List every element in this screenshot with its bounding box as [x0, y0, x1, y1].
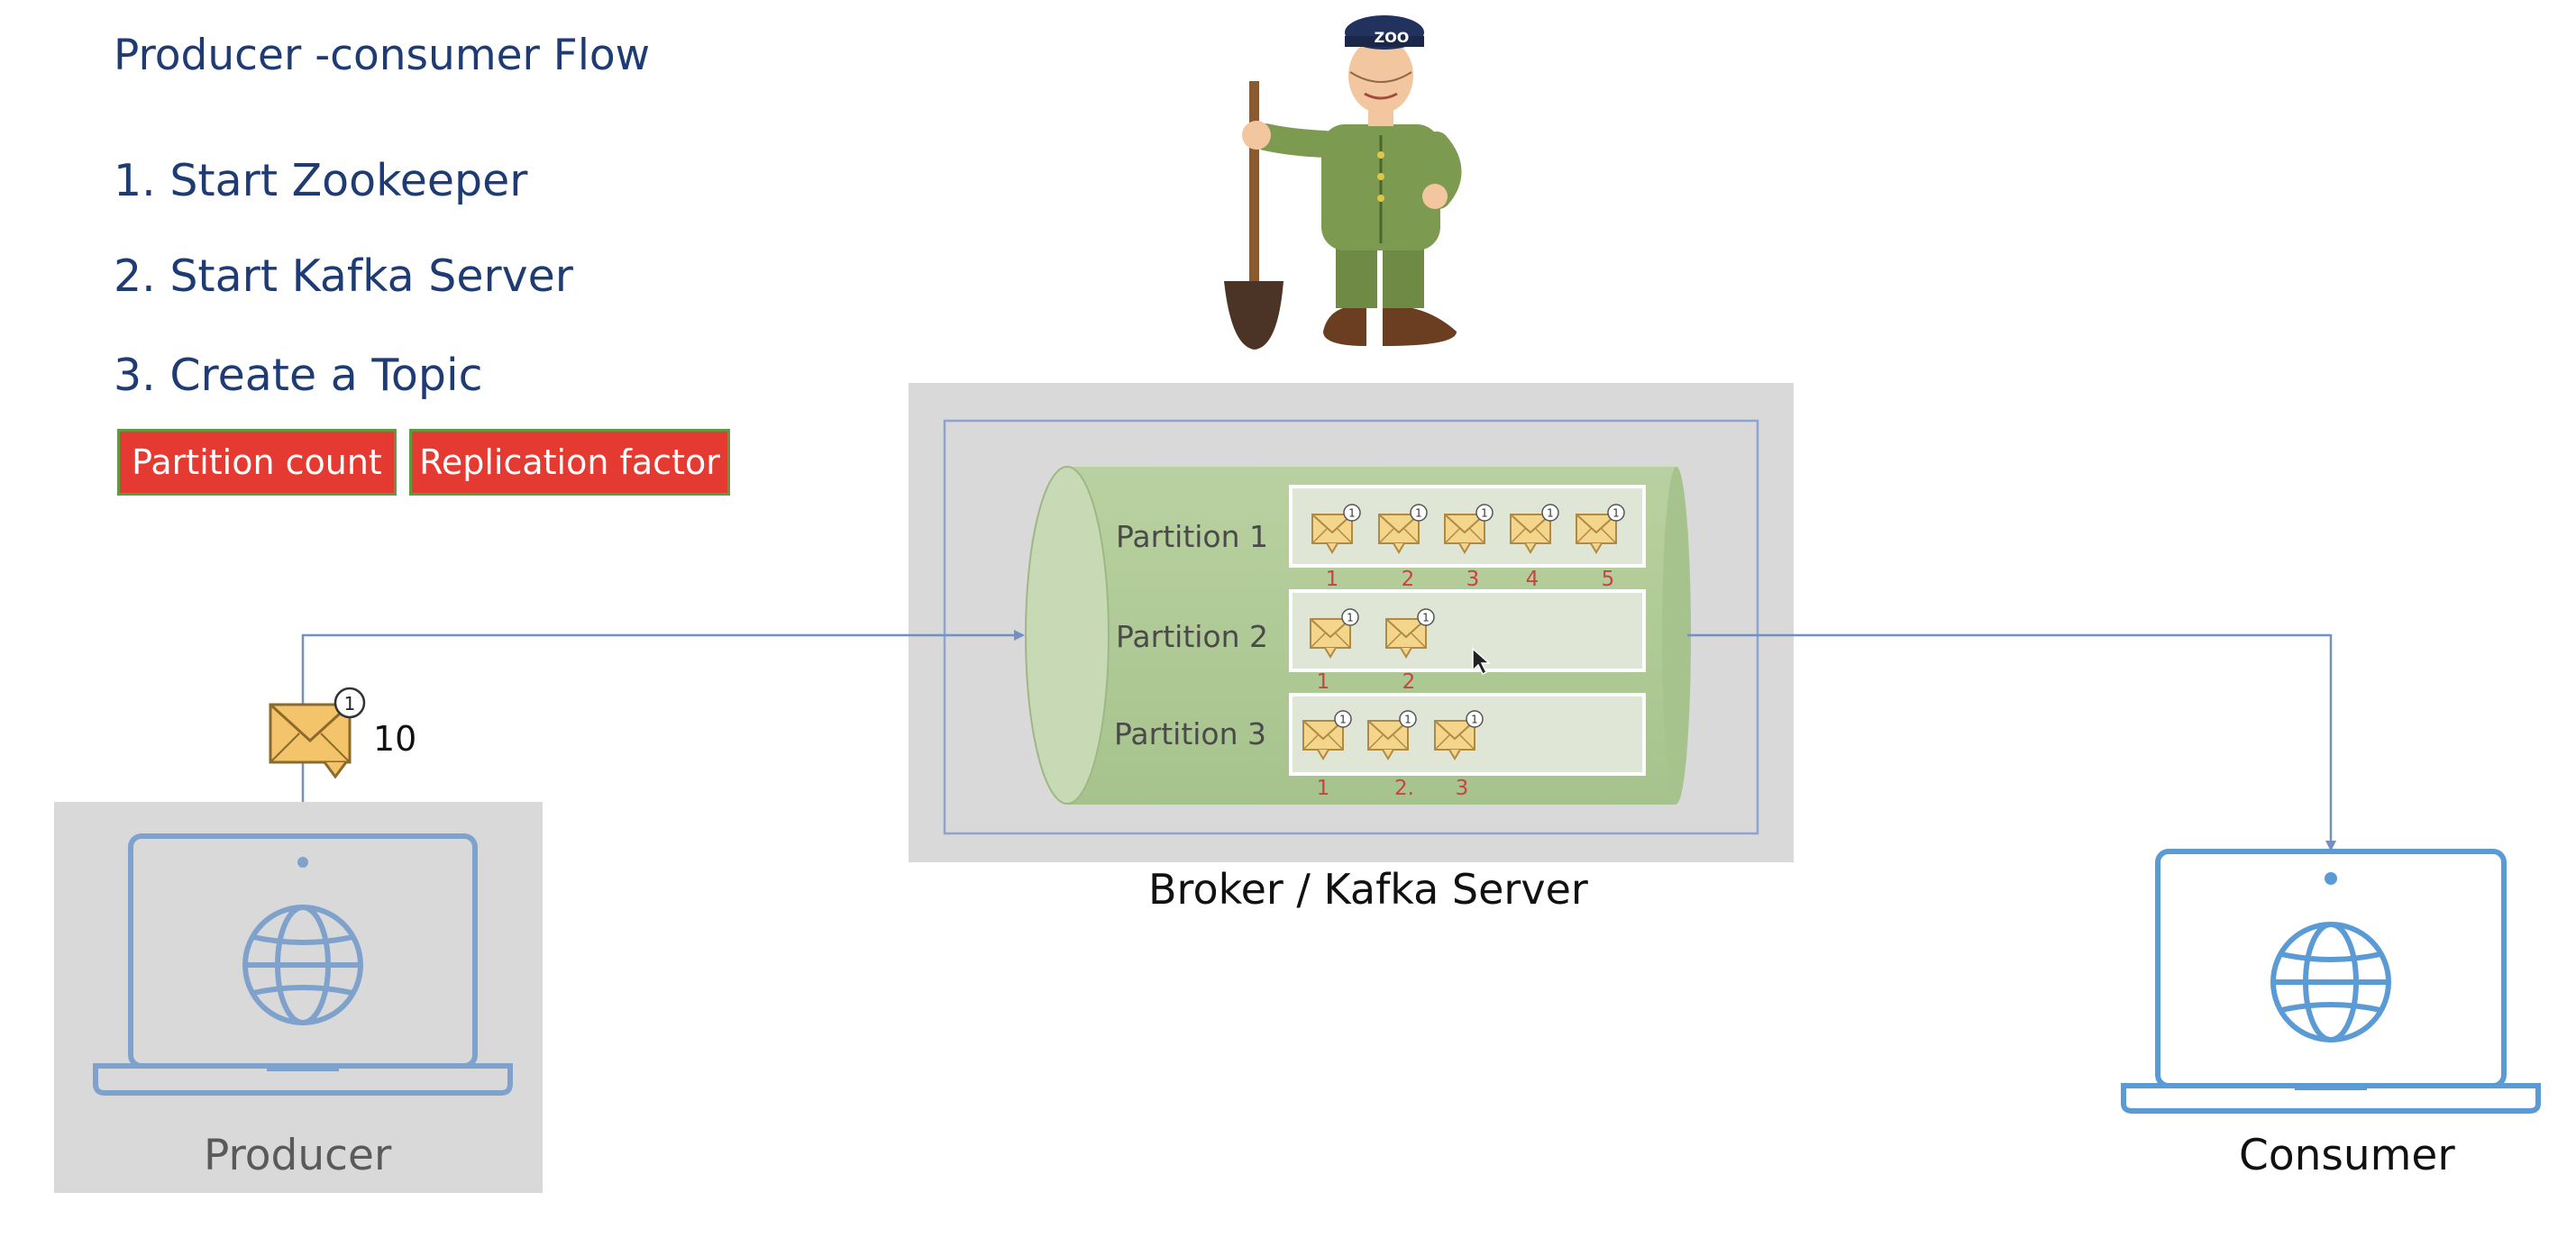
- zookeeper-mascot-icon: ZOO: [1224, 15, 1462, 350]
- producer-laptop-icon: [93, 833, 513, 1096]
- partition-2-label: Partition 2: [1116, 619, 1268, 654]
- partition-2-message-number: 1: [1317, 670, 1330, 694]
- message-count-label: 10: [373, 719, 417, 759]
- partition-3-message-number: 2.: [1394, 777, 1414, 800]
- consumer-globe-icon: [2270, 922, 2391, 1042]
- producer-label: Producer: [204, 1131, 392, 1180]
- mouse-cursor-icon: [1472, 647, 1491, 676]
- step-start-kafka-server: 2. Start Kafka Server: [114, 250, 573, 302]
- consumer-label: Consumer: [2239, 1131, 2455, 1180]
- partition-1-label: Partition 1: [1116, 519, 1268, 554]
- partition-3-message-number: 1: [1317, 777, 1330, 800]
- partition-1-message-number: 5: [1602, 568, 1615, 591]
- producer-panel: [54, 802, 543, 1193]
- step-create-topic: 3. Create a Topic: [114, 350, 483, 401]
- broker-frame: [943, 419, 1759, 835]
- producer-globe-icon: [242, 905, 363, 1025]
- slide-title: Producer -consumer Flow: [114, 31, 651, 80]
- svg-text:ZOO: ZOO: [1375, 29, 1410, 46]
- partition-3-message-number: 3: [1456, 777, 1469, 800]
- partition-1-message-number: 1: [1326, 568, 1339, 591]
- partition-1-message-number: 2: [1402, 568, 1415, 591]
- partition-count-button[interactable]: Partition count: [117, 429, 397, 496]
- partition-2-message-number: 2: [1402, 670, 1416, 694]
- consumer-laptop-icon: [2121, 849, 2541, 1114]
- partition-3-label: Partition 3: [1114, 716, 1266, 751]
- broker-to-consumer-arrow: [1687, 633, 2336, 851]
- partition-1-message-number: 4: [1526, 568, 1539, 591]
- partition-1-message-number: 3: [1466, 568, 1480, 591]
- broker-label: Broker / Kafka Server: [1148, 865, 1588, 914]
- step-start-zookeeper: 1. Start Zookeeper: [114, 155, 528, 206]
- svg-text:1: 1: [344, 693, 356, 715]
- producer-message-envelope-icon: 1: [269, 687, 366, 779]
- replication-factor-button[interactable]: Replication factor: [409, 429, 730, 496]
